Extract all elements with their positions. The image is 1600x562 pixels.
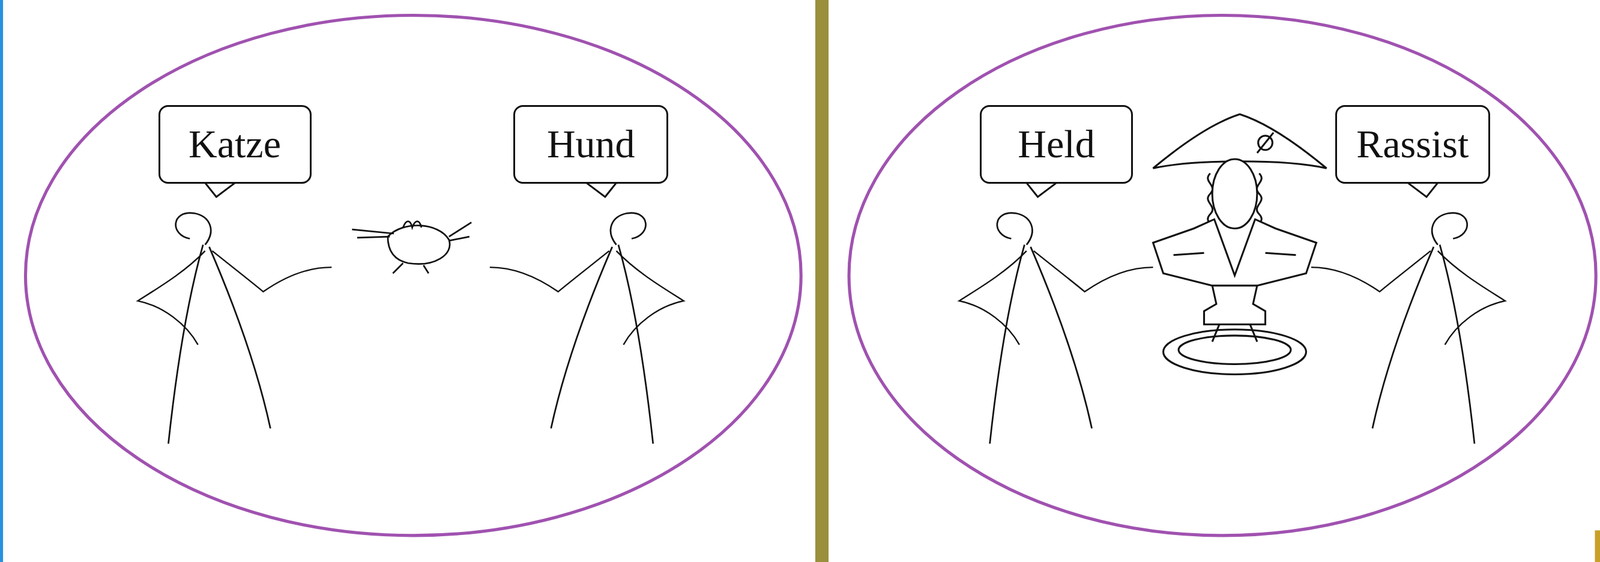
speech-bubble: Rassist: [1335, 105, 1491, 184]
bubble-text: Hund: [546, 122, 636, 167]
person-figure: [489, 213, 684, 444]
bubble-text: Held: [1017, 122, 1095, 167]
bubble-tail: [204, 181, 1440, 197]
bubble-text: Katze: [188, 122, 281, 167]
edge-mark: [1595, 530, 1600, 562]
bubble-text: Rassist: [1356, 122, 1469, 167]
speech-bubble: Katze: [158, 105, 312, 184]
panel-divider: [815, 0, 829, 562]
person-figure: [959, 213, 1154, 444]
panel-ellipse: [848, 15, 1596, 535]
speech-bubble: Hund: [513, 105, 669, 184]
bird-sketch: [351, 221, 472, 274]
person-figure: [137, 213, 332, 444]
panel-ellipse: [25, 15, 801, 535]
person-figure: [1311, 213, 1506, 444]
speech-bubble: Held: [979, 105, 1133, 184]
edge-bar: [0, 0, 4, 562]
bust-sketch: [1153, 114, 1327, 375]
